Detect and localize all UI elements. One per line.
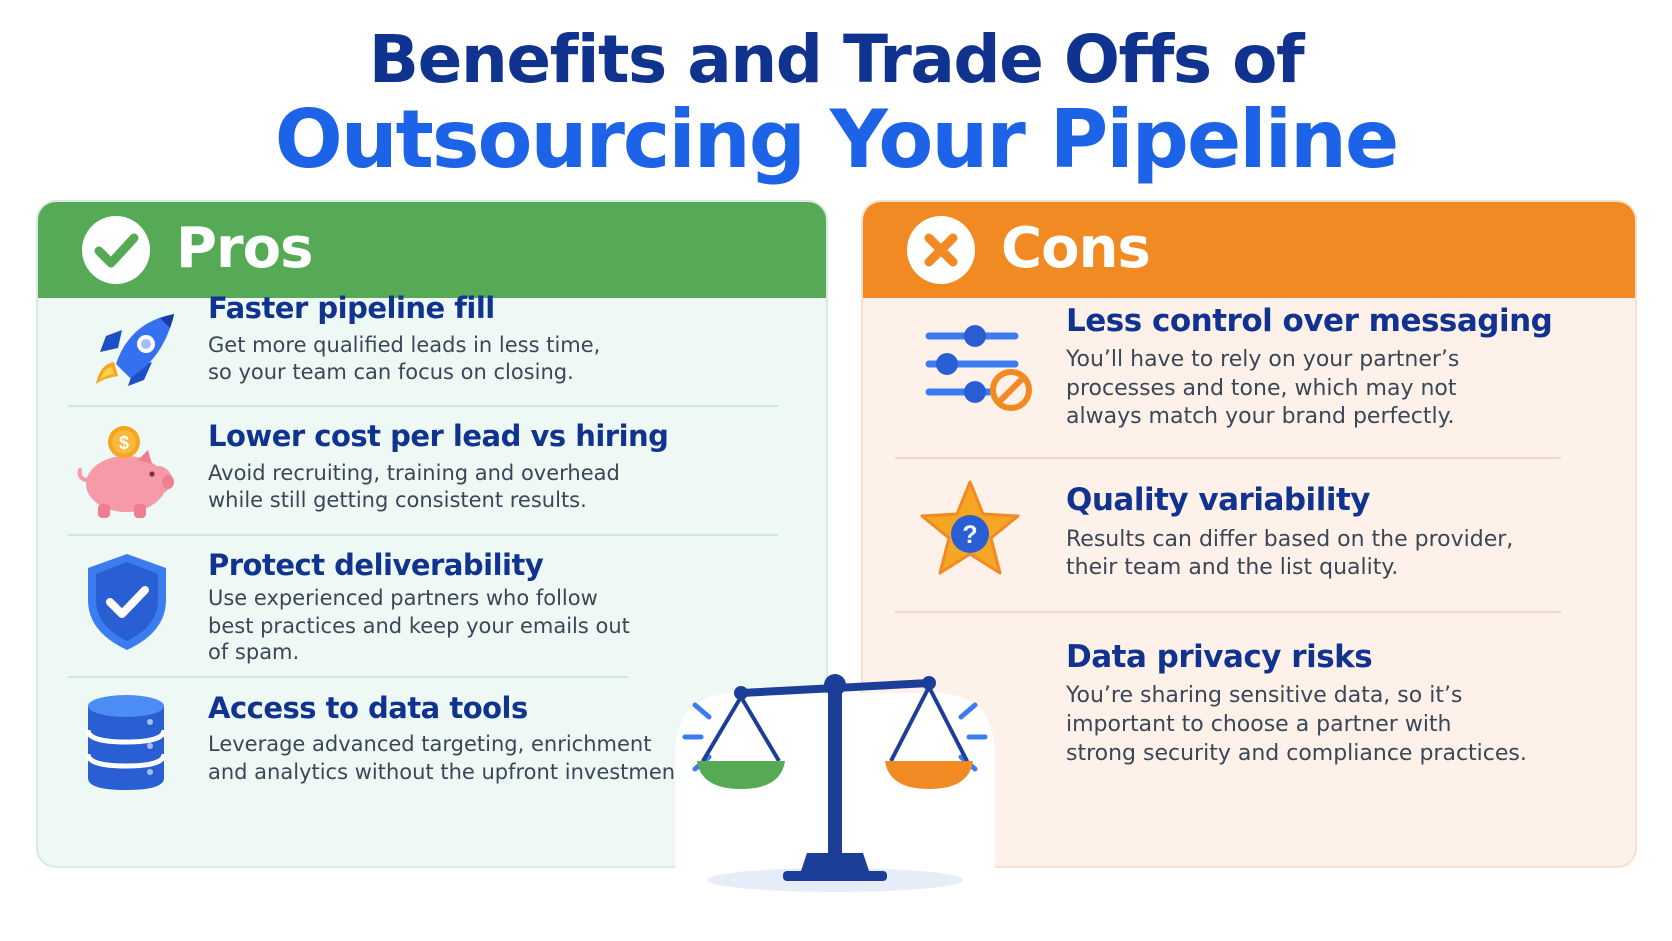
cons-item-desc-line: processes and tone, which may not [1066, 376, 1457, 401]
database-icon [85, 695, 167, 790]
pros-item-title: Lower cost per lead vs hiring [208, 419, 669, 453]
balance-scale-illustration [655, 665, 1015, 895]
pros-item-desc-line: best practices and keep your emails out [208, 614, 630, 638]
cons-item-title: Less control over messaging [1066, 303, 1553, 339]
shield-check-icon [88, 554, 166, 650]
cons-item-desc-line: important to choose a partner with [1066, 712, 1452, 737]
cons-item-title: Data privacy risks [1066, 639, 1373, 675]
pros-heading: Pros [176, 216, 313, 281]
pros-item-desc-line: of spam. [208, 640, 300, 664]
pros-item-desc-line: Leverage advanced targeting, enrichment [208, 732, 652, 756]
x-circle-icon [907, 216, 975, 284]
cons-item-desc-line: You’re sharing sensitive data, so it’s [1066, 683, 1463, 708]
cons-item-desc-line: their team and the list quality. [1066, 555, 1399, 580]
divider [68, 405, 778, 407]
balance-scale-icon [675, 674, 995, 895]
divider [68, 676, 628, 678]
pros-item-desc-line: while still getting consistent results. [208, 488, 587, 512]
pros-item-desc-line: so your team can focus on closing. [208, 360, 574, 384]
cons-item-desc-line: Results can differ based on the provider… [1066, 527, 1514, 552]
svg-text:?: ? [962, 521, 977, 549]
piggy-bank-icon: $ [77, 426, 174, 518]
cons-heading: Cons [1001, 216, 1151, 281]
cons-item-desc-line: always match your brand perfectly. [1066, 404, 1455, 429]
cons-item-title: Quality variability [1066, 482, 1370, 518]
title-line-2: Outsourcing Your Pipeline [274, 93, 1400, 186]
pros-item-desc-line: and analytics without the upfront invest… [208, 760, 691, 784]
pros-item-desc-line: Avoid recruiting, training and overhead [208, 461, 620, 485]
cons-item-desc-line: strong security and compliance practices… [1066, 741, 1527, 766]
title-line-1: Benefits and Trade Offs of [368, 21, 1305, 98]
star-question-icon: ? [920, 480, 1020, 575]
cons-item-desc-line: You’ll have to rely on your partner’s [1066, 347, 1460, 372]
divider [68, 534, 778, 536]
svg-text:$: $ [119, 433, 129, 453]
divider [895, 457, 1561, 459]
check-circle-icon [82, 216, 150, 284]
pros-header: Pros [38, 202, 826, 298]
pros-panel: Pros Faster pipeline fill Get more quali… [36, 200, 828, 868]
cons-header: Cons [863, 202, 1635, 298]
pros-item-desc-line: Get more qualified leads in less time, [208, 333, 601, 357]
divider [895, 611, 1561, 613]
rocket-icon [96, 314, 174, 386]
pros-item-desc-line: Use experienced partners who follow [208, 586, 598, 610]
pros-item-title: Faster pipeline fill [208, 291, 495, 325]
pros-item-title: Protect deliverability [208, 548, 544, 582]
pros-item-title: Access to data tools [208, 691, 528, 725]
sliders-blocked-icon [925, 325, 1032, 411]
